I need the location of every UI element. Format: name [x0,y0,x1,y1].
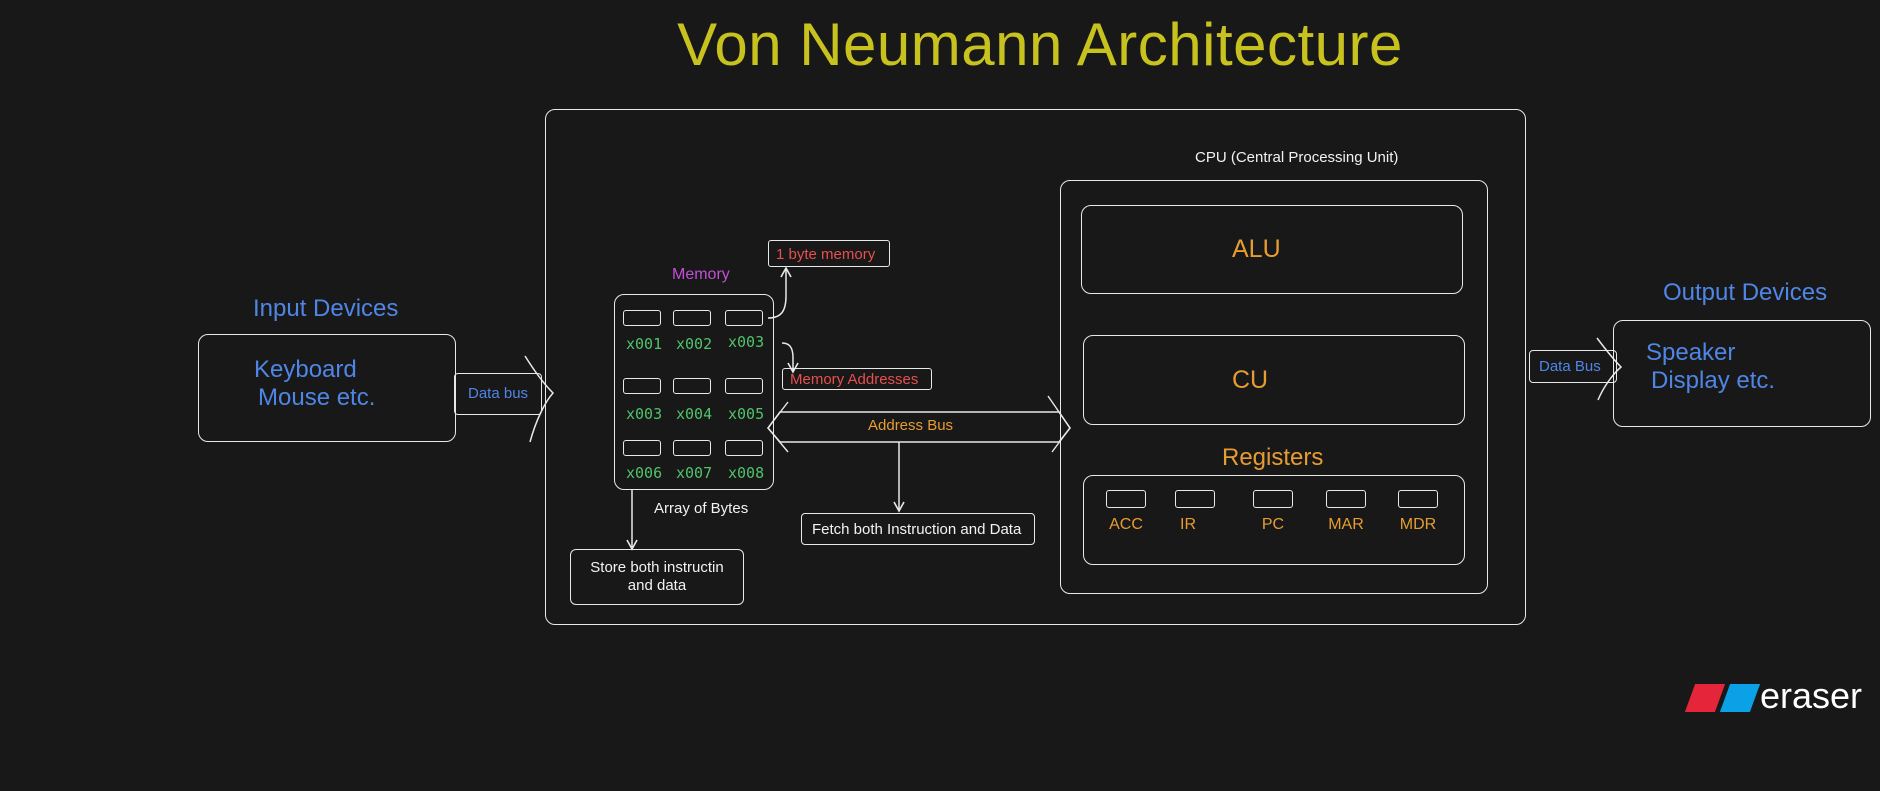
register-ir-label: IR [1180,516,1196,533]
memory-address-label: x006 [626,464,663,482]
cu-label: CU [1232,366,1269,394]
input-data-bus-label: Data bus [468,385,529,402]
output-device-display: Display etc. [1651,367,1776,394]
memory-address-label: x002 [676,335,713,353]
memory-address-label: x003 [626,405,663,423]
register-mar-label: MAR [1328,516,1364,533]
fetch-note-label: Fetch both Instruction and Data [812,521,1022,538]
memory-cell [673,378,711,394]
register-mdr-slot [1398,490,1438,508]
byte-memory-callout-label: 1 byte memory [776,246,876,263]
memory-cell [623,310,661,326]
address-bus-left-tip [767,401,789,453]
registers-heading: Registers [1222,444,1324,471]
input-device-mouse: Mouse etc. [258,384,376,411]
memory-address-label: x001 [626,335,663,353]
eraser-logo-wordmark: eraser [1760,675,1863,716]
alu-label: ALU [1232,235,1281,263]
memory-caption: Array of Bytes [654,500,749,517]
input-devices-heading: Input Devices [253,295,399,322]
address-bus-right-tip [1047,395,1071,453]
output-devices-box: Speaker Display etc. [1613,320,1871,427]
store-note-box: Store both instructin and data [570,549,744,605]
memory-cell [623,440,661,456]
computer-system-box [545,109,1526,625]
cu-box: CU [1083,335,1465,425]
memory-address-label: x005 [728,405,765,423]
memory-address-label: x004 [676,405,713,423]
cpu-heading: CPU (Central Processing Unit) [1195,149,1399,166]
memory-cell [623,378,661,394]
byte-callout-arrow [767,266,792,319]
address-callout-arrow [781,342,799,374]
memory-cell [673,310,711,326]
register-mar-slot [1326,490,1366,508]
input-device-keyboard: Keyboard [254,356,357,383]
store-note-label: Store both instructin and data [590,559,724,594]
memory-addresses-callout: Memory Addresses [782,368,932,390]
register-ir-slot [1175,490,1215,508]
input-data-bus-arrow [524,355,555,443]
input-data-bus-box: Data bus [454,373,542,415]
memory-cell [725,440,763,456]
memory-heading: Memory [672,266,730,283]
register-acc-label: ACC [1109,516,1143,533]
register-mdr-label: MDR [1399,516,1437,533]
memory-addresses-callout-label: Memory Addresses [790,371,919,388]
register-acc-slot [1106,490,1146,508]
output-device-speaker: Speaker [1646,339,1736,366]
output-data-bus-arrow [1596,337,1623,401]
memory-address-label: x003 [728,333,765,351]
register-pc-slot [1253,490,1293,508]
cpu-box: ALU CU Registers ACC IR PC MAR MDR [1060,180,1488,594]
memory-cell [725,378,763,394]
registers-box: ACC IR PC MAR MDR [1083,475,1465,565]
output-devices-heading: Output Devices [1663,279,1828,306]
fetch-note-box: Fetch both Instruction and Data [801,513,1035,545]
memory-cell [673,440,711,456]
byte-memory-callout: 1 byte memory [768,240,890,267]
memory-array-box: x001 x002 x003 x003 x004 x005 x006 x007 … [614,294,774,490]
memory-address-label: x007 [676,464,713,482]
register-pc-label: PC [1261,516,1285,533]
address-bus-label: Address Bus [868,417,954,434]
memory-cell [725,310,763,326]
output-data-bus-box: Data Bus [1529,350,1617,383]
memory-address-label: x008 [728,464,765,482]
input-devices-box: Keyboard Mouse etc. [198,334,456,442]
output-data-bus-label: Data Bus [1539,358,1601,375]
page-title: Von Neumann Architecture [677,11,1403,78]
alu-box: ALU [1081,205,1463,294]
